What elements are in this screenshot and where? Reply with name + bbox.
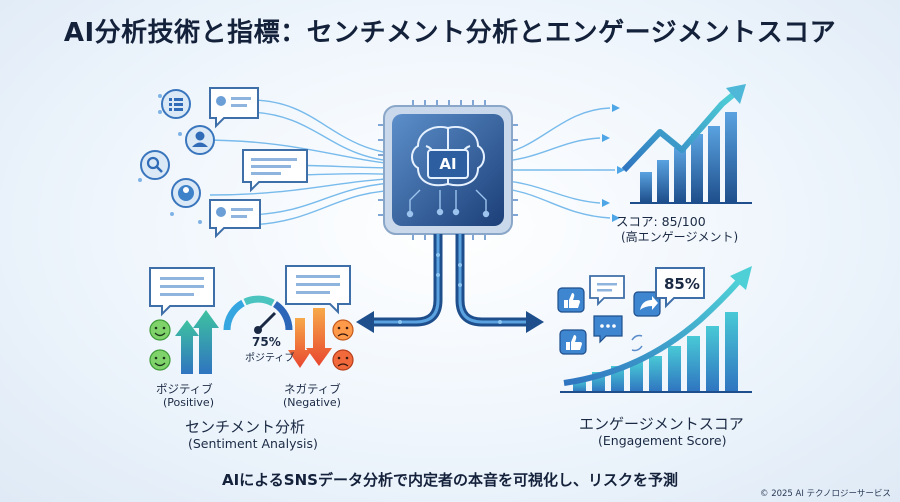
negative-label: ネガティブ	[284, 382, 341, 396]
engagement-percent: 85%	[664, 275, 700, 293]
brain-icon	[411, 126, 485, 187]
sentiment-section-label: センチメント分析	[185, 418, 306, 436]
refresh-arrows-icon	[631, 334, 643, 352]
sad-face-icon	[332, 319, 354, 341]
like-icon	[559, 329, 587, 355]
positive-label-en: (Positive)	[163, 396, 214, 409]
search-icon	[140, 150, 170, 180]
list-icon	[161, 89, 191, 119]
engagement-section-label-en: (Engagement Score)	[598, 433, 727, 448]
user-icon	[185, 125, 215, 155]
score-note: (高エンゲージメント)	[621, 230, 739, 244]
percent-bubble	[655, 267, 705, 309]
copyright-notice: © 2025 AI テクノロジーサービス	[760, 489, 891, 499]
user-circle-icon	[171, 178, 201, 208]
profile-card-icon	[209, 199, 261, 239]
user-card-icon	[209, 87, 259, 129]
engagement-chart	[560, 266, 752, 393]
chip-output-pipes	[356, 234, 544, 333]
comment-icon	[593, 315, 623, 344]
score-value: スコア: 85/100	[616, 214, 706, 229]
message-card-icon	[242, 149, 308, 193]
share-icon	[633, 291, 661, 317]
happy-face-icon	[149, 349, 171, 371]
like-icon	[557, 287, 585, 313]
positive-label: ポジティブ	[156, 382, 213, 396]
positive-arrows	[175, 310, 219, 374]
gauge-label: ポジティブ	[245, 353, 295, 364]
happy-face-icon	[149, 319, 171, 341]
sentiment-card-left	[149, 267, 215, 317]
gauge-percent: 75%	[252, 335, 281, 349]
page-title: AI分析技術と指標：センチメント分析とエンゲージメントスコア	[63, 18, 837, 48]
score-trend-chart	[621, 84, 752, 204]
output-arrowheads	[602, 104, 625, 222]
ai-chip-label: AI	[439, 155, 457, 173]
negative-label-en: (Negative)	[283, 396, 341, 409]
comment-icon	[589, 275, 625, 307]
chip-circuit-lines	[406, 189, 490, 218]
negative-arrows	[288, 308, 332, 368]
dots-decoration	[138, 94, 202, 224]
engagement-section-label: エンゲージメントスコア	[579, 415, 744, 433]
gauge-icon	[223, 295, 293, 334]
footer-caption: AIによるSNSデータ分析で内定者の本音を可視化し、リスクを予測	[222, 471, 678, 489]
sentiment-section-label-en: (Sentiment Analysis)	[188, 436, 318, 451]
sad-face-icon	[332, 349, 354, 371]
sentiment-card-right	[285, 265, 351, 315]
